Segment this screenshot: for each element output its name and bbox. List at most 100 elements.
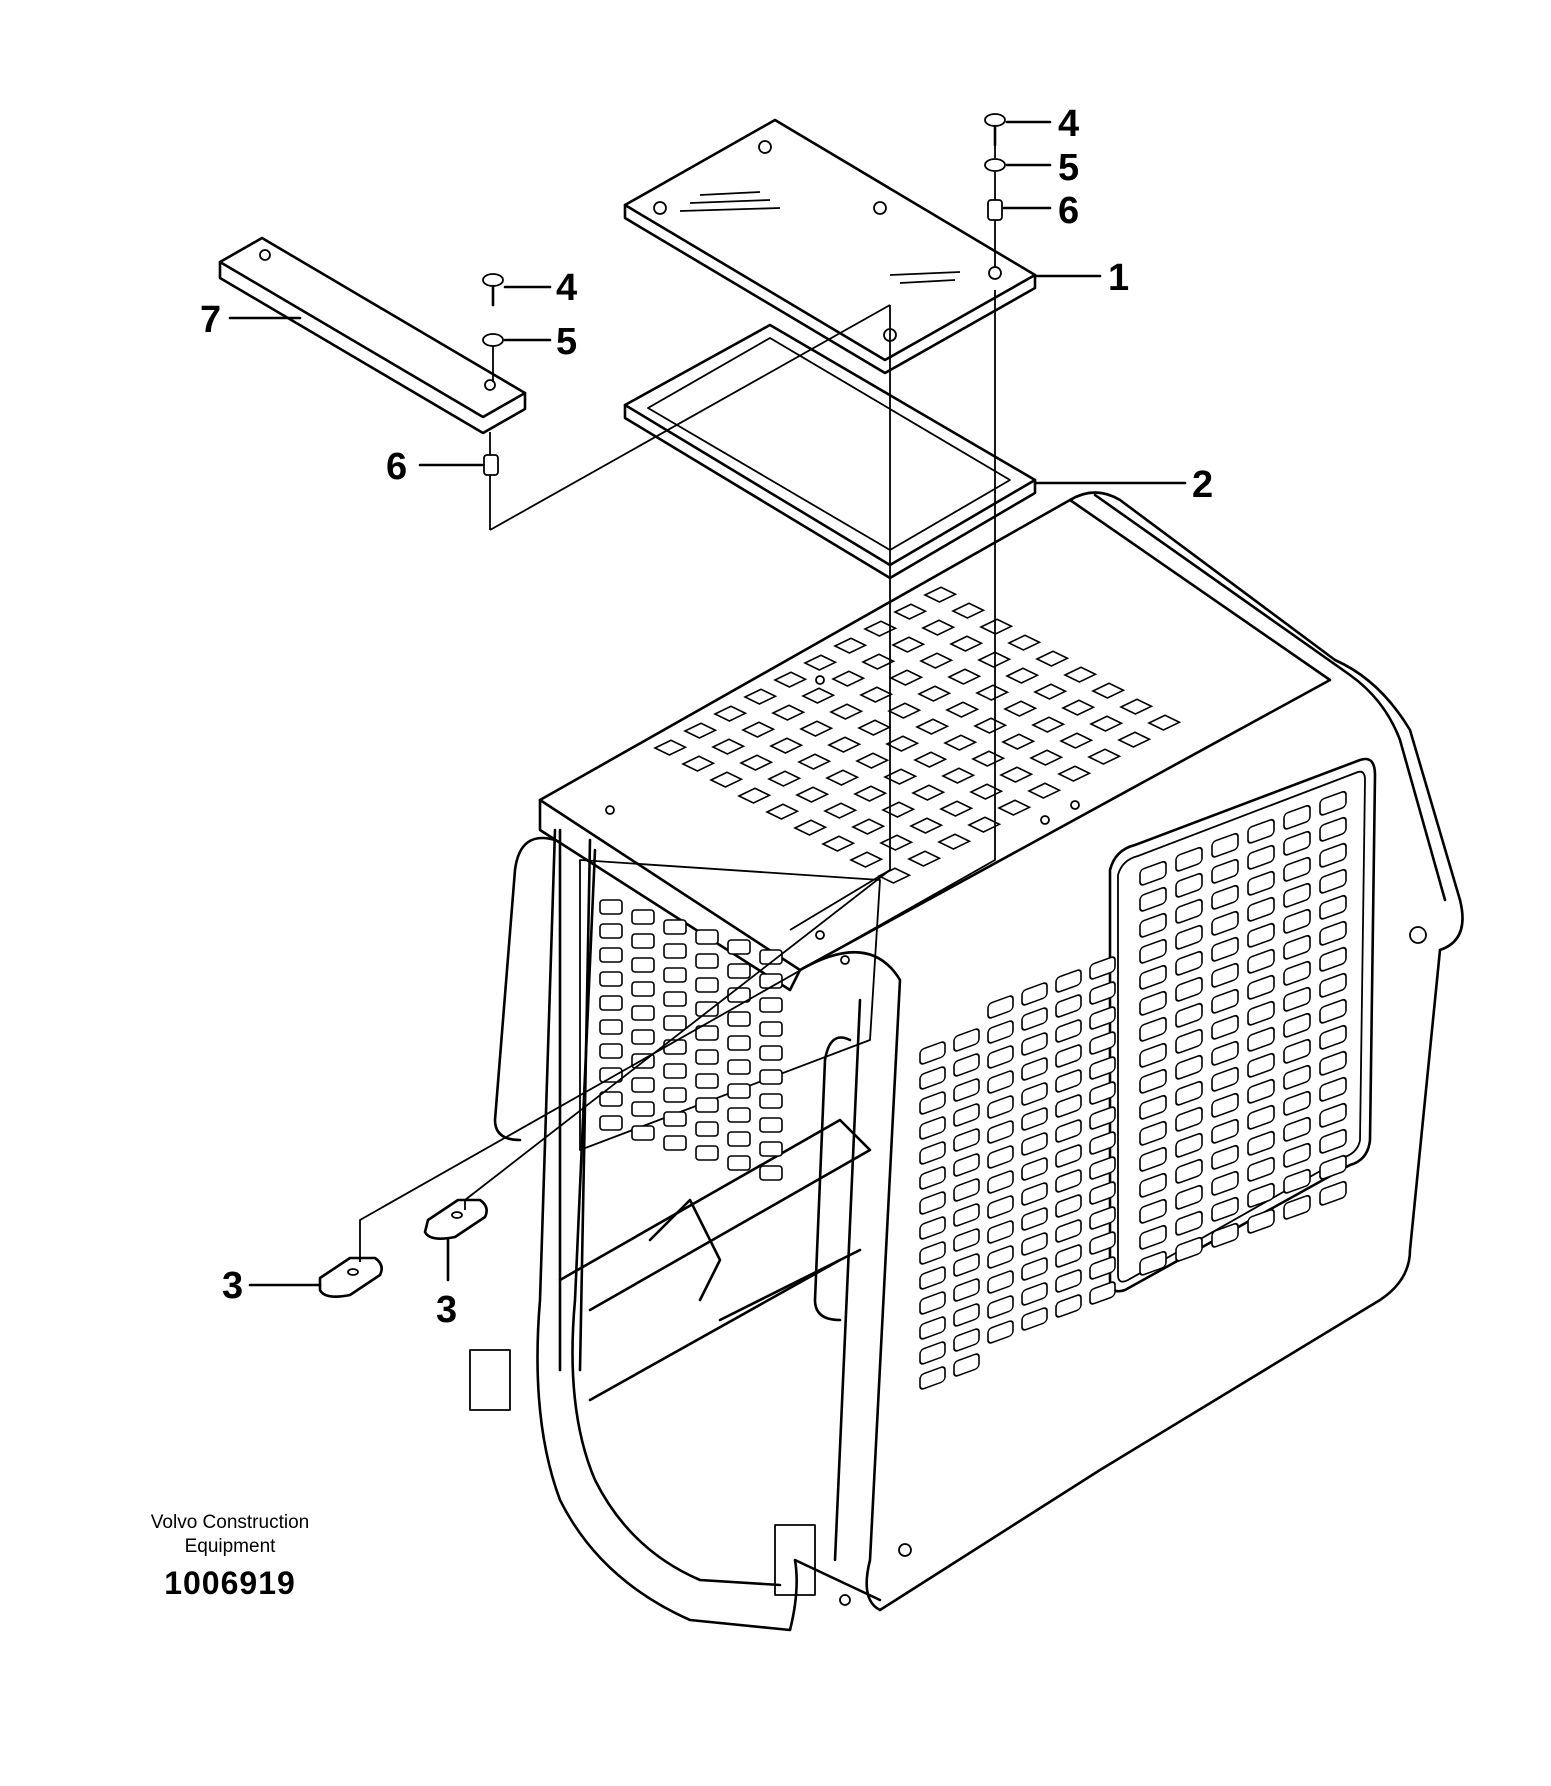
grid-cell (695, 1001, 719, 1017)
grid-cell (1319, 920, 1347, 946)
grid-cell (1283, 882, 1311, 908)
grid-cell (663, 943, 687, 959)
grid-cell (953, 1278, 980, 1302)
grid-cell (947, 668, 982, 685)
callout-4-right: 4 (1058, 103, 1079, 145)
grid-cell (949, 635, 984, 652)
grid-cell (1211, 1144, 1239, 1170)
grid-cell (663, 1087, 687, 1103)
grid-cell (1319, 998, 1347, 1024)
grid-cell (1055, 1144, 1082, 1168)
grid-cell (909, 817, 944, 834)
grid-cell (1175, 976, 1203, 1002)
grid-cell (851, 818, 886, 835)
grid-cell (1283, 1116, 1311, 1142)
grid-cell (1089, 1056, 1116, 1080)
grid-cell (1247, 896, 1275, 922)
grid-cell (1055, 1269, 1082, 1293)
grid-cell (793, 819, 828, 836)
grid-cell (1089, 1181, 1116, 1205)
callout-labels: 1 2 3 3 4 4 5 5 6 6 7 (200, 103, 1213, 1331)
grid-cell (1139, 1068, 1167, 1094)
grid-cell (765, 803, 800, 820)
grid-cell (1175, 898, 1203, 924)
grid-cell (683, 722, 718, 739)
grid-cell (631, 1077, 655, 1093)
grid-cell (1021, 1257, 1048, 1281)
grid-cell (1139, 1172, 1167, 1198)
roof-vent-grid (653, 586, 1182, 884)
callout-5-right: 5 (1058, 147, 1079, 189)
grid-cell (599, 1019, 623, 1035)
grid-cell (825, 769, 860, 786)
grid-cell (1175, 1106, 1203, 1132)
grid-cell (1007, 634, 1042, 651)
grid-cell (915, 718, 950, 735)
grid-cell (1211, 1040, 1239, 1066)
grid-cell (727, 939, 751, 955)
grid-cell (709, 771, 744, 788)
grid-cell (1055, 1244, 1082, 1268)
grid-cell (1211, 832, 1239, 858)
grid-cell (987, 995, 1014, 1019)
grid-cell (1139, 1146, 1167, 1172)
grid-cell (1247, 1182, 1275, 1208)
grid-cell (953, 1078, 980, 1102)
grid-cell (1211, 1170, 1239, 1196)
grid-cell (1247, 1130, 1275, 1156)
grid-cell (821, 835, 856, 852)
grid-cell (599, 971, 623, 987)
grid-cell (919, 1291, 946, 1315)
grid-cell (1055, 1294, 1082, 1318)
grid-cell (1089, 1006, 1116, 1030)
callout-7: 7 (200, 299, 221, 341)
grid-cell (1139, 1198, 1167, 1224)
grid-cell (1021, 1307, 1048, 1331)
grid-cell (799, 720, 834, 737)
callout-3-right: 3 (436, 1289, 457, 1331)
grid-cell (599, 923, 623, 939)
grid-cell (727, 1059, 751, 1075)
grid-cell (663, 919, 687, 935)
grid-cell (1211, 988, 1239, 1014)
grid-cell (759, 997, 783, 1013)
grid-cell (969, 783, 1004, 800)
grid-cell (599, 1043, 623, 1059)
grid-cell (1283, 1038, 1311, 1064)
grid-cell (1027, 782, 1062, 799)
grid-cell (1055, 969, 1082, 993)
leader-lines (228, 120, 1187, 1287)
grid-cell (1283, 1194, 1311, 1220)
grid-cell (727, 1131, 751, 1147)
grid-cell (863, 620, 898, 637)
grid-cell (1001, 733, 1036, 750)
grid-cell (1247, 870, 1275, 896)
grid-cell (1175, 1184, 1203, 1210)
grid-cell (759, 1093, 783, 1109)
grid-cell (1283, 830, 1311, 856)
grid-cell (919, 1041, 946, 1065)
part-7-strap (218, 236, 527, 435)
grid-cell (861, 653, 896, 670)
grid-cell (759, 1117, 783, 1133)
grid-cell (1055, 1044, 1082, 1068)
grid-cell (831, 670, 866, 687)
grid-cell (737, 787, 772, 804)
grid-cell (1247, 1078, 1275, 1104)
grid-cell (741, 721, 776, 738)
grid-cell (987, 1270, 1014, 1294)
grid-cell (1055, 1219, 1082, 1243)
grid-cell (1139, 912, 1167, 938)
grid-cell (885, 735, 920, 752)
grid-cell (1055, 994, 1082, 1018)
grid-cell (1089, 956, 1116, 980)
grid-cell (1283, 856, 1311, 882)
grid-cell (695, 1049, 719, 1065)
grid-cell (1089, 1131, 1116, 1155)
grid-cell (883, 768, 918, 785)
drawing-number: 1006919 (164, 1565, 296, 1601)
grid-cell (739, 754, 774, 771)
grid-cell (953, 1203, 980, 1227)
grid-cell (631, 1101, 655, 1117)
side-window-frame (1108, 757, 1377, 1293)
